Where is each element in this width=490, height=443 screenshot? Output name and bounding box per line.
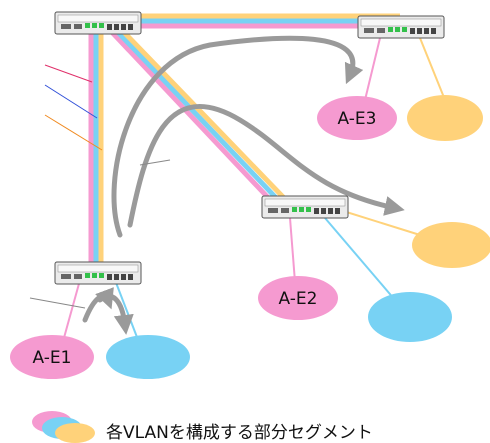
trunk-band-top	[100, 13, 400, 29]
segment-e2-yellow	[412, 222, 490, 268]
legend-label: 各VLANを構成する部分セグメント	[106, 423, 373, 443]
segment-e1-blue	[106, 335, 190, 379]
segment-e2	[258, 276, 338, 320]
trunk-band-vertical	[88, 30, 104, 270]
segment-e2-blue	[368, 292, 452, 342]
flow-arrows	[82, 35, 405, 335]
legend-swatch	[32, 411, 95, 443]
switch-e2	[261, 195, 349, 219]
segment-e1	[10, 335, 94, 379]
label-e1: A-E1	[33, 348, 72, 368]
segment-e3	[317, 96, 397, 140]
segment-e3-yellow	[407, 95, 483, 141]
access-links	[61, 37, 446, 346]
trunk-band-diagonal	[106, 24, 287, 207]
switch-core	[54, 11, 142, 35]
label-e2: A-E2	[279, 289, 318, 309]
label-e3: A-E3	[338, 109, 377, 129]
switch-e1	[54, 261, 142, 285]
switch-e3	[357, 15, 445, 39]
callout-lines	[29, 64, 171, 309]
